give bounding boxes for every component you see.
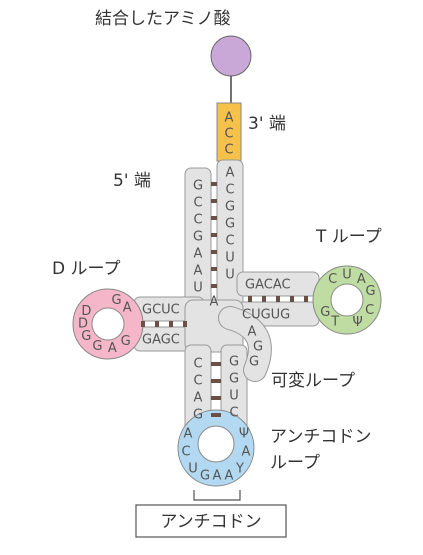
t-stem-pair-rung [304,296,308,302]
acceptor-3prime-base: G [225,200,235,215]
d-stem-pair-rung [183,321,187,327]
acceptor-3prime-base: C [225,183,234,198]
anticodon-pair-rung [211,379,221,383]
anticodon-loop-base: C [181,445,190,460]
d-stem-pair-rung [155,321,159,327]
anticodon-stem-left-base: A [194,391,203,406]
t-stem-bottom-sequence: CUGUG [242,308,290,323]
acceptor-3prime-base: G [225,217,235,232]
anticodon-pair-rung [211,396,221,400]
anticodon-base: A [213,469,222,484]
anticodon-pair-rung [211,362,221,366]
anticodon-loop-base: Ψ [239,427,249,442]
t-loop-base: U [342,268,352,283]
acceptor-5prime-base: C [193,196,202,211]
acceptor-end-bases: ACC [224,111,233,158]
t-stem-pair-rung [276,296,280,302]
anticodon-stem-left-base: C [193,374,202,389]
acceptor-5prime-base: G [193,179,203,194]
acceptor-pair-rung [211,267,217,271]
variable-loop-base: A [248,325,257,340]
t-loop-base: G [365,284,375,299]
d-loop-base: G [81,329,91,344]
acceptor-end-base: C [224,127,233,142]
acceptor-3prime-base: C [225,234,234,249]
variable-loop-base: G [253,340,263,355]
variable-loop-label: 可変ループ [271,371,355,391]
acceptor-5prime-base: G [193,230,203,245]
t-loop-label: T ループ [315,227,382,247]
t-loop-base: T [330,315,339,330]
acceptor-pair-rung [211,284,217,288]
d-stem-pair-rung [141,321,145,327]
acceptor-5prime-base: U [193,281,203,296]
d-loop-base: A [123,300,132,315]
acceptor-pair-rung [211,182,217,186]
d-loop-base: G [92,339,102,354]
anticodon-loop-hole [197,425,235,463]
acceptor-pair-rung [211,216,217,220]
acceptor-5prime-base: C [193,213,202,228]
anticodon-loop-base: A [184,427,193,442]
t-loop-base: C [365,303,374,318]
t-stem-pair-rung [262,296,266,302]
acceptor-end-base: C [224,143,233,158]
acceptor-pair-rung [211,199,217,203]
anticodon-stem-right-base: C [229,406,238,421]
anticodon-loop-label-line1: アンチコドン [270,427,371,447]
acceptor-pair-rung [211,233,217,237]
t-loop-hole [330,283,364,317]
anticodon-bracket [193,490,241,501]
three-prime-label: 3' 端 [248,114,286,134]
t-loop-base: Ψ [352,315,362,330]
five-prime-label: 5' 端 [113,171,151,191]
amino-acid-circle [210,35,252,77]
anticodon-loop-base: U [188,462,198,477]
anticodon-base: G [200,469,210,484]
d-loop-label: D ループ [52,259,120,279]
t-loop-base: A [357,272,366,287]
acceptor-3prime-base: U [225,268,235,283]
anticodon-box [135,504,287,538]
t-stem-pair-rung [248,296,252,302]
d-loop-base: D [81,304,91,319]
d-stem-pair-rung [169,321,173,327]
d-loop-base: D [78,317,88,332]
acceptor-5prime-base: A [194,247,203,262]
t-loop-base: C [328,272,337,287]
d-stem-bottom-sequence: GAGC [142,333,180,348]
variable-loop [219,307,271,381]
anticodon-pair-rung [211,413,221,417]
anticodon-base: A [225,469,234,484]
acceptor-end-base: A [225,111,234,126]
d-loop-base: G [112,293,122,308]
anticodon-stem-right-base: G [229,355,239,370]
d-loop-base: G [121,334,131,349]
acceptor-3prime-base: U [225,251,235,266]
amino-acid-label: 結合したアミノ酸 [95,9,231,29]
anticodon-loop-label-line2: ループ [270,453,320,473]
anticodon-stem-left-base: G [193,408,203,423]
anticodon-stem-left-base: C [193,357,202,372]
d-loop-base: A [108,341,117,356]
acceptor-pair-rung [211,250,217,254]
t-stem-pair-rung [290,296,294,302]
base-pair-rungs [141,182,308,417]
d-loop-hole [91,307,125,341]
d-stem-top-sequence: GCUC [142,303,180,318]
anticodon-loop-base: Y [235,462,244,477]
acceptor-5prime-base: A [194,264,203,279]
anticodon-stem-right-base: U [229,389,239,404]
acceptor-junction-base: A [210,295,219,310]
acceptor-3prime-base: A [226,166,235,181]
variable-loop-base: G [249,355,259,370]
t-loop-base: G [320,305,330,320]
anticodon-loop-base: A [242,445,251,460]
anticodon-stem-right-base: G [229,372,239,387]
t-stem-top-sequence: GACAC [245,278,291,293]
anticodon-label: アンチコドン [160,512,261,532]
